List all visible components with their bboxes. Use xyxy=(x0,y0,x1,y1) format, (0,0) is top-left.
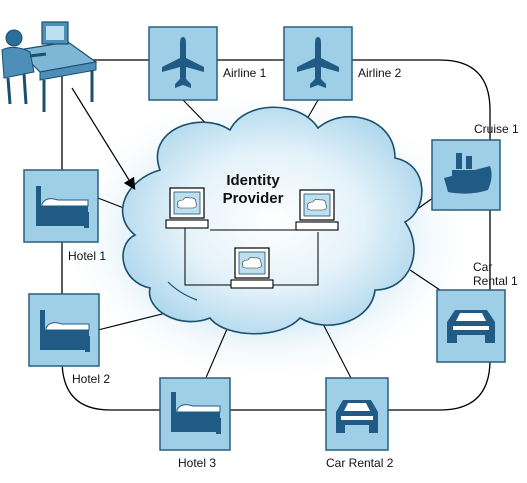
hotel-3-box xyxy=(159,377,231,451)
car-rental-2-label: Car Rental 2 xyxy=(326,456,394,470)
server-computer xyxy=(165,187,209,229)
hotel-1-box xyxy=(23,169,99,243)
airplane-icon xyxy=(297,37,339,88)
identity-provider-cloud xyxy=(121,106,423,335)
airline-1-label: Airline 1 xyxy=(223,66,267,80)
identity-provider-title: Identity Provider xyxy=(208,172,298,208)
hotel-3-label: Hotel 3 xyxy=(178,456,217,470)
user-to-provider-arrow xyxy=(71,87,136,191)
hotel-2-box xyxy=(28,293,100,367)
title-line-1: Identity xyxy=(226,172,280,189)
cruise-1-label: Cruise 1 xyxy=(474,122,519,136)
cruise-1-box xyxy=(431,139,501,211)
airline-1-box xyxy=(148,26,218,101)
hotel-1-label: Hotel 1 xyxy=(68,249,107,263)
airline-2-label: Airline 2 xyxy=(358,66,402,80)
car-rental-1-box xyxy=(436,289,506,363)
airplane-icon xyxy=(162,37,204,88)
airline-2-box xyxy=(283,26,353,101)
hotel-2-label: Hotel 2 xyxy=(72,372,111,386)
title-line-2: Provider xyxy=(222,190,284,207)
bed-icon xyxy=(40,310,90,352)
car-icon xyxy=(447,310,495,343)
cloud-tail xyxy=(167,281,198,301)
provider-network xyxy=(184,228,319,286)
bed-icon xyxy=(171,392,221,434)
server-computer xyxy=(295,189,339,231)
car-rental-1-label-line-2: Rental 1 xyxy=(473,274,518,288)
user-at-desk-icon xyxy=(1,21,98,112)
car-rental-2-box xyxy=(325,377,389,451)
network-ring xyxy=(61,59,491,411)
car-rental-1-label-line-1: Car xyxy=(473,260,493,274)
car-icon xyxy=(336,400,378,433)
bed-icon xyxy=(36,186,89,228)
ship-icon xyxy=(444,153,492,194)
server-computer xyxy=(230,247,274,289)
car-rental-1-label: Car Rental 1 xyxy=(473,260,518,288)
